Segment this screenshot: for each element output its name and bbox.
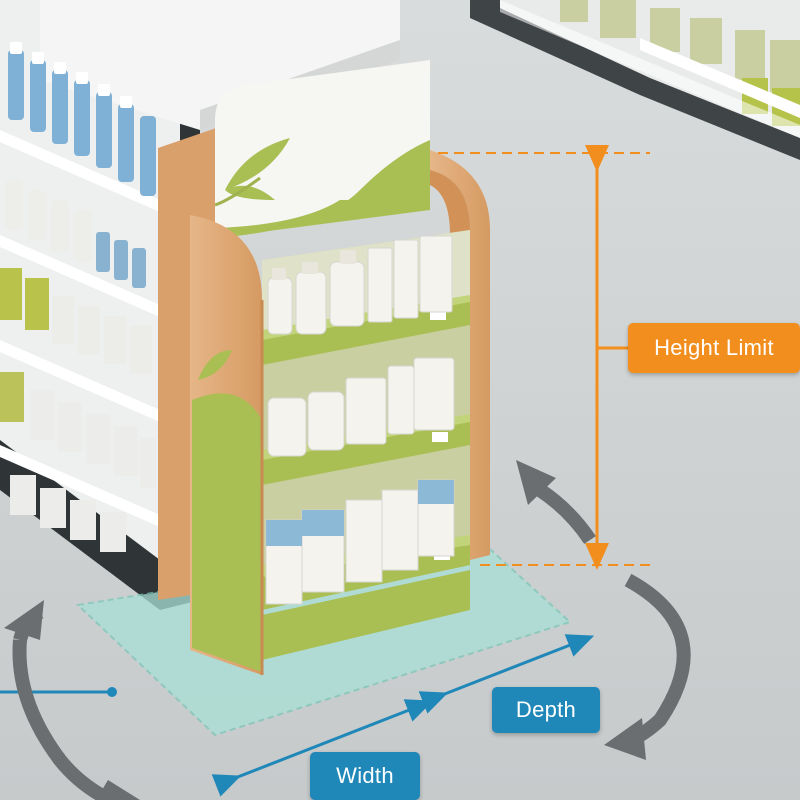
display-stand [158, 60, 490, 675]
width-label: Width [310, 752, 420, 800]
depth-label: Depth [492, 687, 600, 733]
leaf-icon [198, 350, 240, 416]
left-shelving-unit [0, 0, 400, 610]
height-dimension [438, 145, 650, 570]
leaf-icon [214, 138, 290, 207]
depth-dimension [418, 634, 595, 714]
background-shelf [470, 0, 800, 160]
rotate-arrow-icon [4, 460, 646, 800]
height-limit-label: Height Limit [628, 323, 800, 373]
